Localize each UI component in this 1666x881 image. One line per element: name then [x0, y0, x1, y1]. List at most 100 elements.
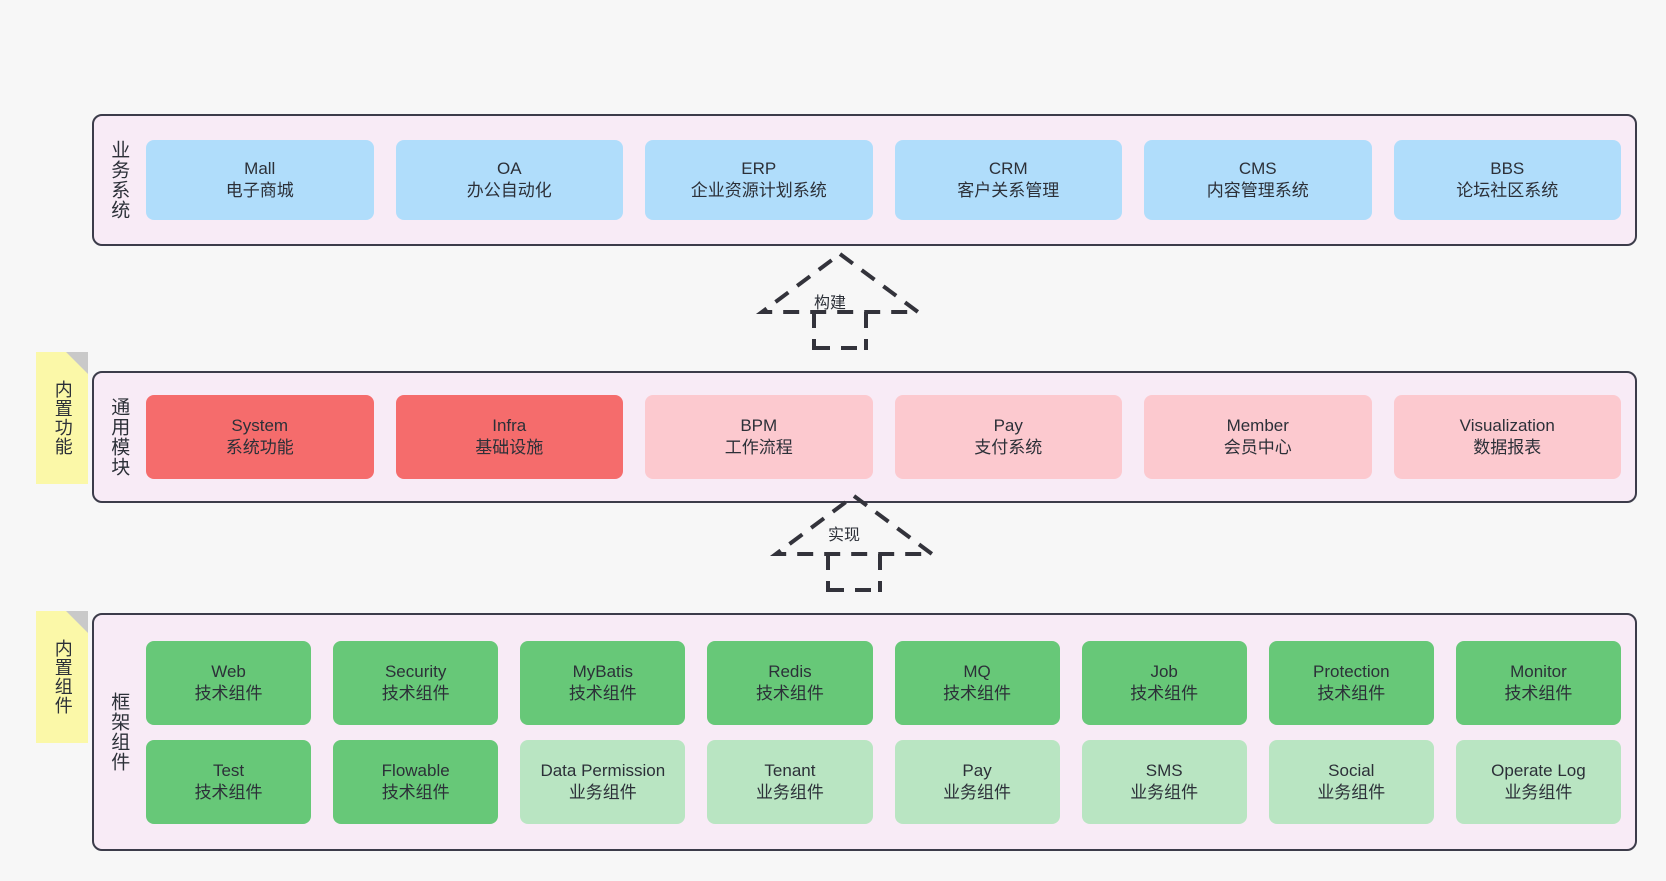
- sticky-note-label: 内置功能: [52, 380, 73, 456]
- node-label-cn: 电子商城: [225, 181, 294, 200]
- node-label-en: Tenant: [764, 760, 816, 780]
- node-label-en: Operate Log: [1491, 760, 1586, 780]
- node-label-en: Member: [1226, 416, 1289, 436]
- node-label-en: Web: [211, 661, 246, 681]
- page-fold-icon: [66, 611, 88, 633]
- node-bpm[interactable]: BPM 工作流程: [645, 395, 873, 479]
- layer-body-framework-components: Web 技术组件 Security 技术组件 MyBatis 技术组件 Redi…: [142, 615, 1635, 849]
- node-erp[interactable]: ERP 企业资源计划系统: [645, 140, 873, 220]
- node-label-cn: 系统功能: [225, 438, 294, 457]
- node-label-en: Pay: [993, 416, 1023, 436]
- node-label-cn: 企业资源计划系统: [690, 181, 827, 200]
- node-bbs[interactable]: BBS 论坛社区系统: [1393, 140, 1621, 220]
- node-label-en: Job: [1150, 661, 1178, 681]
- node-cms[interactable]: CMS 内容管理系统: [1144, 140, 1372, 220]
- layer-title-framework-components: 框架组件: [108, 692, 130, 772]
- page-fold-icon: [66, 352, 88, 374]
- node-tenant[interactable]: Tenant 业务组件: [707, 739, 873, 824]
- node-web[interactable]: Web 技术组件: [146, 640, 312, 725]
- node-sms[interactable]: SMS 业务组件: [1081, 739, 1247, 824]
- node-label-en: Redis: [768, 661, 812, 681]
- layer-row: System 系统功能 Infra 基础设施 BPM 工作流程 Pay 支付系统…: [146, 395, 1621, 479]
- node-label-cn: 客户关系管理: [957, 181, 1060, 200]
- node-label-en: CRM: [988, 159, 1028, 179]
- node-label-cn: 技术组件: [943, 683, 1012, 703]
- node-label-cn: 业务组件: [943, 782, 1012, 802]
- node-label-cn: 业务组件: [755, 782, 824, 802]
- node-mybatis[interactable]: MyBatis 技术组件: [520, 640, 686, 725]
- node-label-cn: 技术组件: [1504, 683, 1573, 703]
- node-label-cn: 业务组件: [568, 782, 637, 802]
- node-job[interactable]: Job 技术组件: [1081, 640, 1247, 725]
- node-label-cn: 基础设施: [475, 438, 544, 457]
- node-data-permission[interactable]: Data Permission 业务组件: [520, 739, 686, 824]
- layer-row: Mall 电子商城 OA 办公自动化 ERP 企业资源计划系统 CRM 客户关系…: [146, 140, 1621, 220]
- node-label-en: BPM: [740, 416, 778, 436]
- node-pay-component[interactable]: Pay 业务组件: [894, 739, 1060, 824]
- node-system[interactable]: System 系统功能: [146, 395, 374, 479]
- node-mq[interactable]: MQ 技术组件: [894, 640, 1060, 725]
- connector-label-implement: 实现: [828, 527, 861, 544]
- layer-title-business-systems: 业务系统: [108, 140, 130, 220]
- node-protection[interactable]: Protection 技术组件: [1268, 640, 1434, 725]
- node-label-cn: 技术组件: [1130, 683, 1199, 703]
- node-monitor[interactable]: Monitor 技术组件: [1455, 640, 1621, 725]
- layer-business-systems: 业务系统 Mall 电子商城 OA 办公自动化 ERP 企业资源计划系统 CRM…: [92, 114, 1637, 246]
- layer-framework-components: 框架组件 Web 技术组件 Security 技术组件 MyBatis 技术组件…: [92, 613, 1637, 851]
- node-label-cn: 技术组件: [1317, 683, 1386, 703]
- node-label-en: Infra: [492, 416, 527, 436]
- node-label-cn: 技术组件: [755, 683, 824, 703]
- node-label-en: System: [231, 416, 289, 436]
- layer-title-common-modules: 通用模块: [108, 397, 130, 477]
- sticky-note-builtin-components: 内置组件: [36, 611, 88, 743]
- node-label-en: CMS: [1238, 159, 1277, 179]
- node-label-en: Data Permission: [540, 760, 666, 780]
- node-label-cn: 技术组件: [381, 683, 450, 703]
- layer-row: Test 技术组件 Flowable 技术组件 Data Permission …: [146, 739, 1621, 824]
- node-label-cn: 技术组件: [568, 683, 637, 703]
- node-pay[interactable]: Pay 支付系统: [894, 395, 1122, 479]
- node-operate-log[interactable]: Operate Log 业务组件: [1455, 739, 1621, 824]
- node-label-en: OA: [496, 159, 522, 179]
- node-redis[interactable]: Redis 技术组件: [707, 640, 873, 725]
- node-label-cn: 内容管理系统: [1206, 181, 1309, 200]
- node-label-en: Pay: [962, 760, 992, 780]
- node-oa[interactable]: OA 办公自动化: [395, 140, 623, 220]
- node-flowable[interactable]: Flowable 技术组件: [333, 739, 499, 824]
- node-label-cn: 技术组件: [194, 782, 263, 802]
- node-label-en: Security: [384, 661, 447, 681]
- node-label-en: ERP: [741, 159, 777, 179]
- connector-label-build: 构建: [814, 295, 847, 312]
- node-member[interactable]: Member 会员中心: [1144, 395, 1372, 479]
- node-label-en: MQ: [963, 661, 991, 681]
- node-label-cn: 数据报表: [1473, 438, 1542, 457]
- node-label-cn: 工作流程: [724, 438, 793, 457]
- node-crm[interactable]: CRM 客户关系管理: [894, 140, 1122, 220]
- node-label-en: Protection: [1313, 661, 1390, 681]
- node-label-en: Monitor: [1510, 661, 1567, 681]
- layer-body-common-modules: System 系统功能 Infra 基础设施 BPM 工作流程 Pay 支付系统…: [142, 373, 1635, 501]
- node-infra[interactable]: Infra 基础设施: [395, 395, 623, 479]
- node-security[interactable]: Security 技术组件: [333, 640, 499, 725]
- node-label-cn: 技术组件: [381, 782, 450, 802]
- node-label-cn: 业务组件: [1317, 782, 1386, 802]
- node-label-en: Mall: [244, 159, 276, 179]
- node-visualization[interactable]: Visualization 数据报表: [1393, 395, 1621, 479]
- node-label-cn: 支付系统: [974, 438, 1043, 457]
- node-label-en: BBS: [1490, 159, 1525, 179]
- node-label-en: Visualization: [1459, 416, 1555, 436]
- node-label-cn: 论坛社区系统: [1456, 181, 1559, 200]
- node-label-en: SMS: [1145, 760, 1183, 780]
- node-label-cn: 办公自动化: [466, 181, 552, 200]
- node-mall[interactable]: Mall 电子商城: [146, 140, 374, 220]
- node-label-cn: 业务组件: [1504, 782, 1573, 802]
- node-social[interactable]: Social 业务组件: [1268, 739, 1434, 824]
- node-test[interactable]: Test 技术组件: [146, 739, 312, 824]
- node-label-en: Social: [1328, 760, 1375, 780]
- node-label-en: MyBatis: [572, 661, 634, 681]
- layer-body-business-systems: Mall 电子商城 OA 办公自动化 ERP 企业资源计划系统 CRM 客户关系…: [142, 116, 1635, 244]
- node-label-cn: 会员中心: [1223, 438, 1292, 457]
- sticky-note-label: 内置组件: [52, 639, 73, 715]
- node-label-en: Test: [212, 760, 245, 780]
